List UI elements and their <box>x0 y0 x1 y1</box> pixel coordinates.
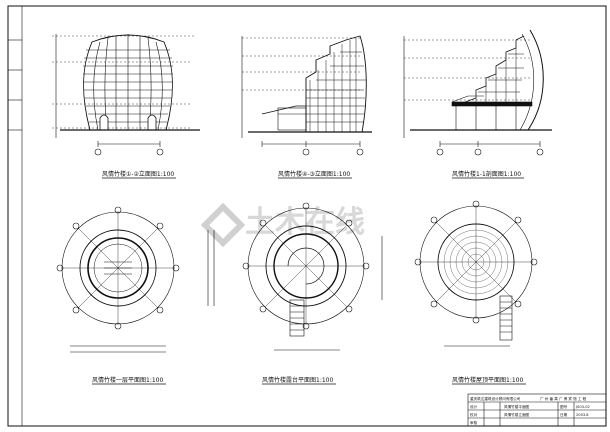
svg-text:图号: 图号 <box>560 404 568 409</box>
plan-terrace <box>242 202 383 351</box>
svg-text:风情竹楼屋顶平面图1:100: 风情竹楼屋顶平面图1:100 <box>452 376 523 384</box>
project-name: 广 州 番 禺 广 博 宾 馆 工 程 <box>540 396 587 401</box>
elevation-4-3 <box>241 35 372 156</box>
title-block <box>467 393 607 427</box>
plan-terrace-title: 风情竹楼露台平面图1:100 <box>262 376 336 385</box>
plan-ground-floor <box>56 206 215 353</box>
elevation-4-3-title: 风情竹楼④-③立面图1:100 <box>278 170 352 179</box>
title-block-text: 重庆筑达建筑设计顾问有限公司 广 州 番 禺 广 博 宾 馆 工 程 设计 校对… <box>470 396 590 425</box>
plan-ground-floor-title: 风情竹楼一层平面图1:100 <box>92 376 166 385</box>
sheet-number: JS03-02 <box>575 405 590 409</box>
drawing-name-1: 风情竹楼平面图 <box>504 404 530 409</box>
svg-text:风情竹楼④-③立面图1:100: 风情竹楼④-③立面图1:100 <box>278 170 350 178</box>
section-1-1-title: 风情竹楼1-1剖面图1:100 <box>452 170 524 179</box>
svg-text:日期: 日期 <box>560 412 568 417</box>
elevation-1-2-title: 风情竹楼①-②立面图1:100 <box>102 170 176 179</box>
drawing-name-2: 风情竹楼立面图 <box>504 412 530 417</box>
binding-strip <box>7 5 23 427</box>
company-name: 重庆筑达建筑设计顾问有限公司 <box>470 396 521 401</box>
plan-roof <box>414 200 538 347</box>
plan-roof-title: 风情竹楼屋顶平面图1:100 <box>452 376 526 385</box>
svg-text:审核: 审核 <box>470 420 478 425</box>
svg-text:风情竹楼①-②立面图1:100: 风情竹楼①-②立面图1:100 <box>102 170 174 178</box>
watermark-text: 土木在线 <box>245 205 365 240</box>
section-1-1 <box>403 29 552 156</box>
svg-text:设计: 设计 <box>470 404 478 409</box>
svg-text:风情竹楼1-1剖面图1:100: 风情竹楼1-1剖面图1:100 <box>452 170 521 178</box>
svg-text:校对: 校对 <box>470 412 478 417</box>
svg-text:风情竹楼露台平面图1:100: 风情竹楼露台平面图1:100 <box>262 376 333 384</box>
svg-text:风情竹楼一层平面图1:100: 风情竹楼一层平面图1:100 <box>92 376 163 384</box>
drawing-date: 2003.8 <box>576 413 589 417</box>
elevation-1-2 <box>52 34 200 156</box>
